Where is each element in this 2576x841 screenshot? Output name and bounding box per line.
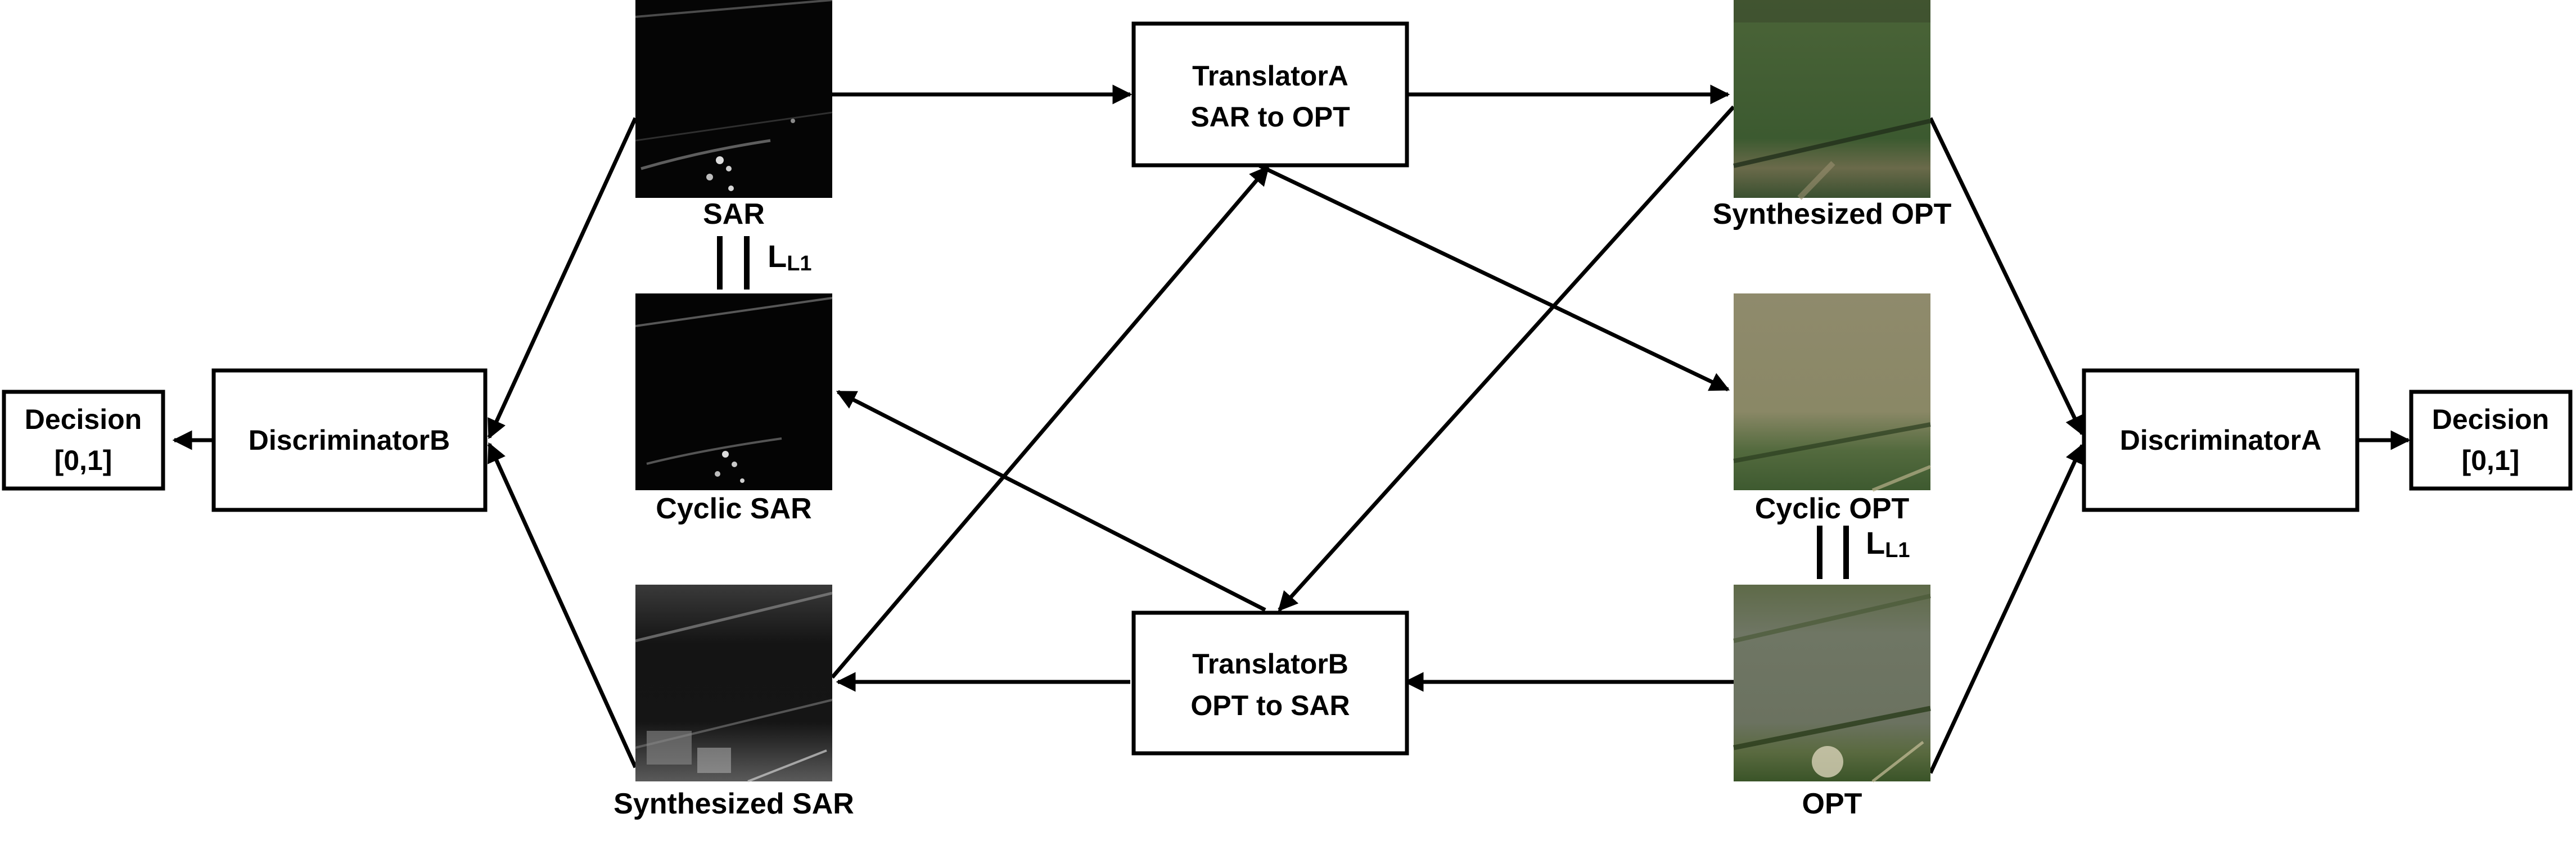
edge-sar-to-discriminator-b (487, 117, 638, 440)
sar-loss-label: LL1 (768, 238, 812, 275)
cyclic-opt-caption: Cyclic OPT (1755, 492, 1910, 525)
discriminator-b-label: DiscriminatorB (249, 424, 450, 456)
sar-loss-sub: L1 (787, 252, 811, 275)
translator-b-line2: OPT to SAR (1190, 690, 1350, 721)
opt-loss-main: L (1866, 525, 1885, 560)
opt-cycle-loss: LL1 (1817, 525, 1910, 579)
cyclic-sar-image (635, 293, 833, 490)
decision-right-line1: Decision (2432, 404, 2549, 435)
edge-synth-sar-to-translator-a (831, 165, 1270, 679)
edge-synth-opt-to-translator-b (1278, 105, 1735, 612)
edge-opt-to-discriminator-a (1928, 443, 2085, 774)
translator-a-line2: SAR to OPT (1190, 101, 1350, 133)
discriminator-a-node: DiscriminatorA (2082, 368, 2360, 512)
sar-caption: SAR (703, 198, 765, 230)
discriminator-a-label: DiscriminatorA (2120, 424, 2321, 456)
translator-b-line1: TranslatorB (1192, 648, 1348, 680)
translator-a-node: TranslatorA SAR to OPT (1131, 21, 1409, 168)
decision-left-line2: [0,1] (55, 445, 112, 476)
edge-synth-opt-to-discriminator-a (1928, 117, 2085, 436)
opt-loss-sub: L1 (1885, 539, 1910, 562)
cyclic-opt-image (1733, 293, 1932, 492)
cyclic-sar-caption: Cyclic SAR (656, 492, 811, 525)
sar-cycle-loss: LL1 (717, 236, 812, 290)
decision-right-node: Decision [0,1] (2409, 390, 2573, 491)
edge-translator-b-to-cyclic-sar (836, 390, 1266, 612)
synthesized-opt-image (1733, 0, 1931, 200)
sar-loss-main: L (768, 238, 787, 274)
sar-image (635, 0, 833, 198)
opt-loss-label: LL1 (1866, 525, 1910, 562)
edge-synth-sar-to-discriminator-b (487, 442, 638, 768)
synthesized-opt-caption: Synthesized OPT (1713, 198, 1952, 230)
edge-translator-a-to-cyclic-opt (1258, 164, 1730, 392)
translator-a-line1: TranslatorA (1192, 60, 1348, 92)
translator-b-node: TranslatorB OPT to SAR (1131, 611, 1409, 756)
decision-right-line2: [0,1] (2462, 445, 2520, 476)
decision-left-line1: Decision (25, 404, 142, 435)
synthesized-sar-image (635, 585, 833, 783)
opt-image (1733, 585, 1931, 783)
discriminator-b-node: DiscriminatorB (211, 368, 488, 512)
synthesized-sar-caption: Synthesized SAR (613, 788, 854, 820)
edges (172, 84, 2411, 774)
opt-caption: OPT (1802, 788, 1862, 820)
decision-left-node: Decision [0,1] (2, 390, 165, 491)
